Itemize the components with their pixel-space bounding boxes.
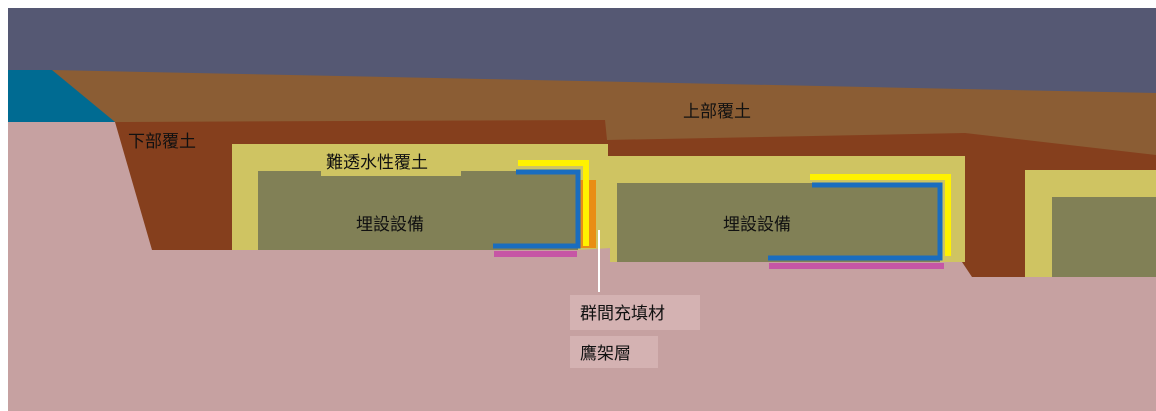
- buried-equipment-box-3: [1052, 197, 1156, 277]
- equipment-label-bg-1: [346, 208, 450, 238]
- gantry-label-bg: [570, 336, 658, 368]
- yellow-seal-line-2: [810, 174, 951, 256]
- ground-region: [8, 122, 1156, 411]
- filler-label: 群間充填材: [580, 304, 665, 324]
- yellow-seal-line-1: [518, 160, 589, 246]
- impermeable-cover-label: 難透水性覆土: [326, 153, 428, 173]
- equipment-label-bg-2: [714, 208, 818, 238]
- gantry-layer-label: 鷹架層: [580, 343, 631, 364]
- upper-cover-label: 上部覆土: [683, 102, 751, 122]
- blue-seal-line-1: [493, 169, 581, 249]
- lower-cover-label: 下部覆土: [128, 132, 196, 152]
- blue-seal-line-2: [768, 182, 943, 261]
- impermeable-label-bg: [321, 148, 461, 176]
- buried-equipment-label-2: 埋設設備: [723, 215, 791, 235]
- filler-label-bg: [570, 295, 700, 330]
- upper-cover-label-bg: [676, 96, 778, 126]
- buried-equipment-label-1: 埋設設備: [356, 215, 424, 235]
- water-region: [8, 70, 115, 122]
